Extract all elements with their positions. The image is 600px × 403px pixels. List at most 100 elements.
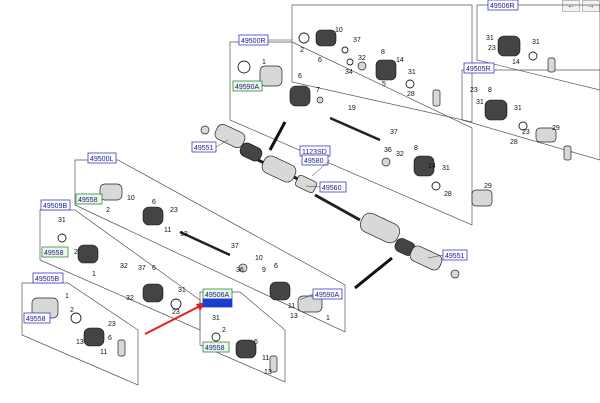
svg-text:13: 13 bbox=[76, 339, 84, 346]
svg-text:7: 7 bbox=[316, 87, 320, 94]
tag-49590A-top[interactable]: 49590A bbox=[232, 80, 263, 92]
tag-49580[interactable]: 49580 bbox=[301, 154, 329, 166]
tag-49560[interactable]: 49560 bbox=[319, 181, 347, 193]
tag-49505R[interactable]: 49505R bbox=[463, 62, 495, 74]
part-housing-29-large bbox=[471, 189, 493, 207]
box-49509B-parts bbox=[57, 233, 182, 310]
part-grease-tube-49505R bbox=[563, 145, 572, 161]
part-boot-49505R bbox=[484, 99, 508, 121]
tag-49551-left[interactable]: 49551 bbox=[191, 141, 217, 153]
svg-text:49505R: 49505R bbox=[466, 66, 491, 73]
svg-text:2: 2 bbox=[70, 307, 74, 314]
svg-text:31: 31 bbox=[532, 39, 540, 46]
svg-text:29: 29 bbox=[484, 183, 492, 190]
tag-49506A-highlighted[interactable]: 49506A bbox=[202, 288, 233, 308]
part-grease-tube-49506A bbox=[269, 355, 278, 373]
svg-text:49558: 49558 bbox=[26, 316, 46, 323]
part-ring-2 bbox=[298, 32, 310, 44]
callout-numbers: 2 10 37 6 34 32 8 14 31 5 28 31 23 31 14… bbox=[58, 27, 560, 376]
part-shaft-19 bbox=[329, 116, 381, 142]
tag-49505B[interactable]: 49505B bbox=[32, 272, 64, 284]
svg-text:10: 10 bbox=[335, 27, 343, 34]
part-joint-left bbox=[99, 183, 123, 201]
svg-text:23: 23 bbox=[172, 309, 180, 316]
svg-text:13: 13 bbox=[180, 231, 188, 238]
svg-text:37: 37 bbox=[353, 37, 361, 44]
svg-text:31: 31 bbox=[514, 105, 522, 112]
svg-text:49551: 49551 bbox=[194, 145, 214, 152]
svg-text:14: 14 bbox=[512, 59, 520, 66]
part-ring-49505R bbox=[518, 121, 528, 131]
svg-text:2: 2 bbox=[300, 47, 304, 54]
svg-text:1: 1 bbox=[262, 59, 266, 66]
svg-text:49505B: 49505B bbox=[35, 276, 59, 283]
svg-text:2: 2 bbox=[74, 249, 78, 256]
box-49500R-large-parts bbox=[237, 60, 493, 207]
part-boot-49506R bbox=[497, 35, 521, 57]
svg-text:10: 10 bbox=[127, 195, 135, 202]
svg-text:28: 28 bbox=[407, 91, 415, 98]
svg-text:32: 32 bbox=[358, 55, 366, 62]
svg-text:1: 1 bbox=[65, 293, 69, 300]
tag-49506R[interactable]: 49506R bbox=[487, 0, 519, 11]
tag-49558-c[interactable]: 49558 bbox=[23, 312, 51, 324]
tag-49558-d[interactable]: 49558 bbox=[202, 341, 230, 353]
frame-49500R-large bbox=[229, 41, 473, 226]
svg-text:23: 23 bbox=[470, 87, 478, 94]
part-bearing-bracket bbox=[295, 174, 317, 194]
part-grease-tube-top bbox=[432, 89, 441, 107]
part-boot-14 bbox=[375, 59, 397, 81]
svg-text:6: 6 bbox=[298, 73, 302, 80]
part-inner-joint-upper bbox=[261, 155, 297, 183]
part-boot-49506A bbox=[235, 339, 257, 359]
split-line-top bbox=[268, 121, 287, 151]
svg-text:49506R: 49506R bbox=[490, 3, 515, 10]
tag-49590A-bottom[interactable]: 49590A bbox=[312, 288, 343, 300]
svg-text:49580: 49580 bbox=[304, 158, 324, 165]
prev-arrow-button[interactable]: ← bbox=[562, 0, 580, 12]
part-grease-tube-49505B bbox=[117, 339, 126, 357]
svg-text:6: 6 bbox=[152, 265, 156, 272]
frame-49506R-box bbox=[476, 4, 600, 91]
svg-text:32: 32 bbox=[396, 151, 404, 158]
tag-49500R[interactable]: 49500R bbox=[238, 34, 269, 46]
part-boot-49505B bbox=[83, 327, 105, 347]
svg-text:19: 19 bbox=[348, 105, 356, 112]
svg-text:14: 14 bbox=[396, 57, 404, 64]
tag-1123SD[interactable]: 1123SD bbox=[299, 145, 331, 157]
svg-text:8: 8 bbox=[381, 49, 385, 56]
svg-text:11: 11 bbox=[164, 227, 171, 234]
part-ring-31-large bbox=[431, 181, 441, 191]
split-line-bottom bbox=[354, 256, 393, 290]
part-ring-49505B bbox=[70, 312, 82, 324]
svg-text:11: 11 bbox=[288, 303, 295, 310]
svg-text:11: 11 bbox=[262, 355, 269, 362]
part-ring-49509B bbox=[57, 233, 67, 243]
part-boot-6 bbox=[315, 29, 337, 47]
svg-text:29: 29 bbox=[552, 125, 560, 132]
tag-49500L[interactable]: 49500L bbox=[87, 152, 117, 164]
part-boot-49509B-2 bbox=[142, 283, 164, 303]
svg-text:1: 1 bbox=[92, 271, 96, 278]
svg-text:31: 31 bbox=[442, 165, 450, 172]
part-outer-joint-upper bbox=[214, 124, 246, 148]
svg-text:8: 8 bbox=[414, 145, 418, 152]
frame-49506A-box bbox=[199, 291, 286, 383]
svg-text:11: 11 bbox=[100, 349, 107, 356]
red-pointer-arrow bbox=[144, 302, 206, 335]
tag-49558-a[interactable]: 49558 bbox=[75, 193, 103, 205]
svg-text:31: 31 bbox=[476, 99, 484, 106]
svg-text:6: 6 bbox=[108, 335, 112, 342]
svg-text:32: 32 bbox=[126, 295, 134, 302]
svg-text:31: 31 bbox=[486, 35, 494, 42]
svg-text:23: 23 bbox=[488, 45, 496, 52]
tag-49558-b[interactable]: 49558 bbox=[41, 246, 69, 258]
part-housing-29 bbox=[535, 127, 557, 143]
svg-text:8: 8 bbox=[488, 87, 492, 94]
tag-49551-right[interactable]: 49551 bbox=[442, 249, 468, 261]
svg-text:14: 14 bbox=[428, 163, 436, 170]
tag-49509B[interactable]: 49509B bbox=[40, 199, 71, 211]
svg-text:31: 31 bbox=[212, 315, 220, 322]
svg-text:37: 37 bbox=[138, 265, 146, 272]
